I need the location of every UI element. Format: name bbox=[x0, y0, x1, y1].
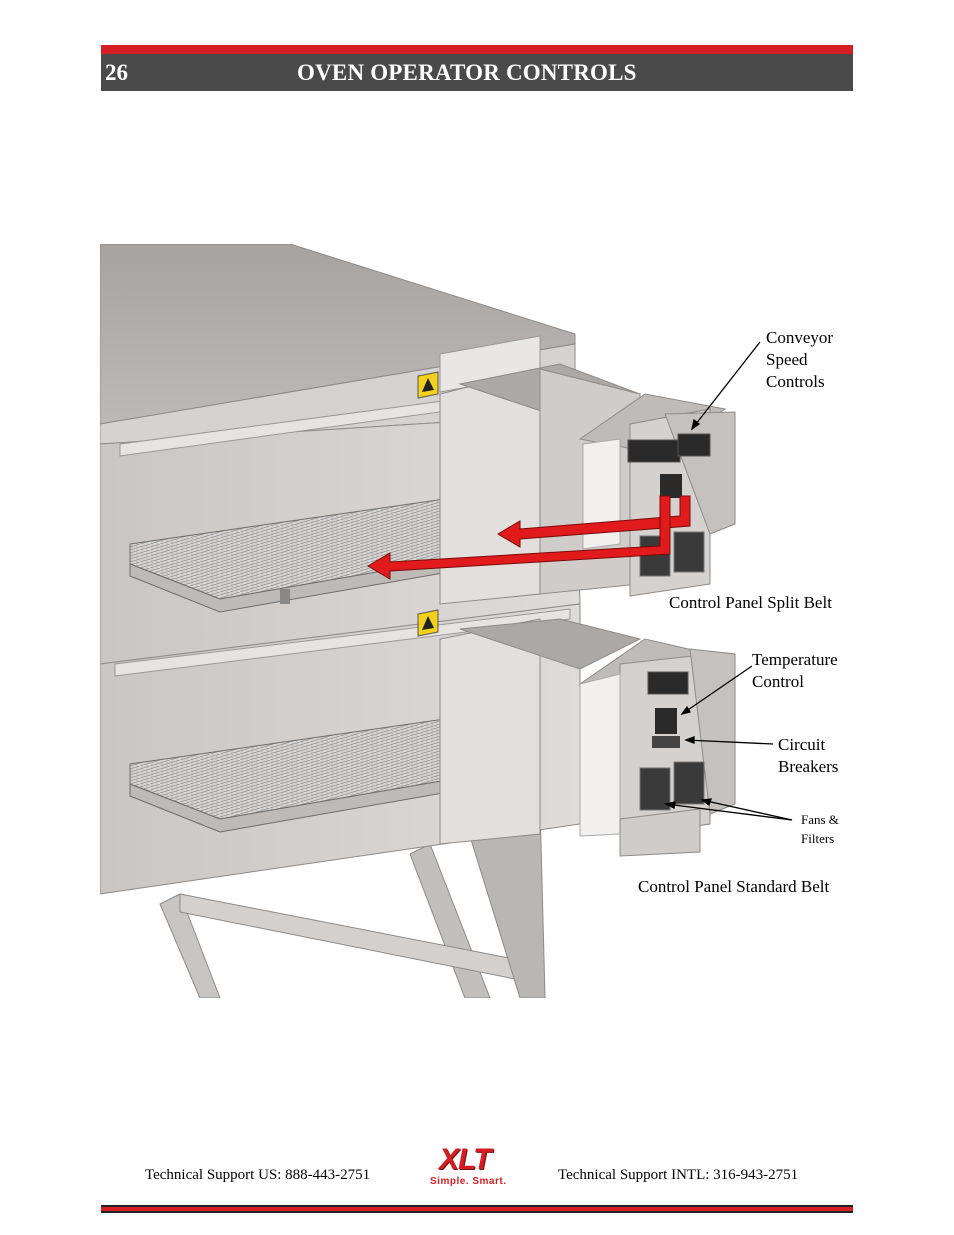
logo-mark: XLT bbox=[439, 1143, 491, 1176]
logo-tagline: Simple. Smart. bbox=[430, 1176, 507, 1187]
xlt-logo: XLT Simple. Smart. bbox=[427, 1143, 527, 1191]
callout-standard-belt-panel: Control Panel Standard Belt bbox=[638, 877, 830, 896]
footer-rule bbox=[101, 1205, 853, 1213]
callout-split-belt-panel: Control Panel Split Belt bbox=[669, 593, 832, 612]
oven-illustration bbox=[100, 244, 793, 998]
callout-fans-filters: Fans & Filters bbox=[801, 812, 839, 846]
callout-conveyor-speed: Conveyor Speed Controls bbox=[766, 328, 834, 391]
oven-stand bbox=[159, 803, 546, 998]
callout-circuit-breakers: Circuit Breakers bbox=[778, 735, 839, 776]
footer-support-intl: Technical Support INTL: 316-943-2751 bbox=[558, 1167, 799, 1183]
leader-lines bbox=[664, 341, 793, 821]
section-title: OVEN OPERATOR CONTROLS bbox=[297, 60, 637, 85]
control-panel-standard-belt bbox=[439, 618, 736, 857]
footer-support-us: Technical Support US: 888-443-2751 bbox=[145, 1167, 371, 1183]
header-bar: 26 OVEN OPERATOR CONTROLS bbox=[101, 45, 853, 91]
conveyor-arrows bbox=[367, 495, 691, 580]
callout-temperature: Temperature Control bbox=[752, 650, 838, 691]
page-number: 26 bbox=[105, 60, 128, 85]
control-panel-split-belt bbox=[439, 363, 736, 605]
